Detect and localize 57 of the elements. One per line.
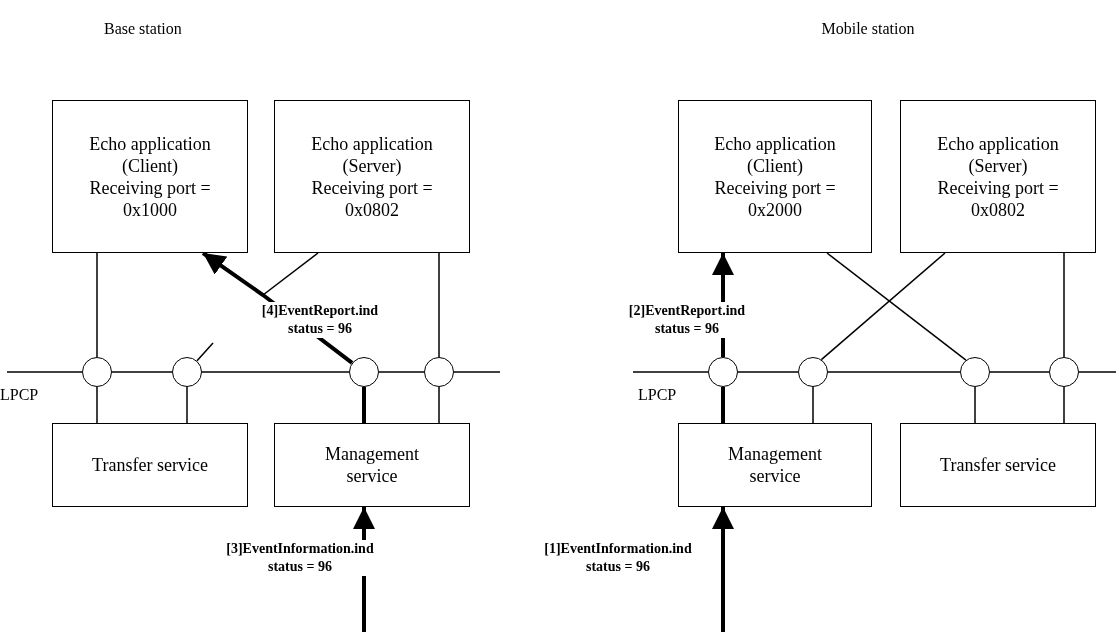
connector-line [262,252,319,296]
box-label: Echo application (Server) Receiving port = 0x0802 [936,132,1060,221]
connector-line [438,386,440,424]
arrow [712,507,734,632]
connector-line [453,371,501,373]
box-label: Management service [324,443,420,487]
port-circle [1049,357,1079,387]
connector-line [1063,252,1065,358]
connector-line [96,386,98,424]
box-label: Echo application (Client) Receiving port = 0x2000 [713,132,837,221]
process-box [900,423,1096,507]
box-label: Transfer service [940,454,1056,476]
port-circle [798,357,828,387]
bus-label: LPCP [638,386,677,404]
connector-line [1078,371,1116,373]
bus-label: LPCP [0,386,39,404]
arrow [201,251,354,365]
connector-line [737,371,799,373]
connector-line [826,252,967,361]
connector-line [438,252,440,358]
process-box [274,100,470,253]
process-box [274,423,470,507]
station-heading: Mobile station [821,20,915,38]
port-circle [82,357,112,387]
connector-line [6,371,83,373]
connector-line [186,386,188,424]
connector-line [974,386,976,424]
connector-line [111,371,173,373]
connector-line [201,371,350,373]
port-circle [424,357,454,387]
port-circle [960,357,990,387]
connector-line [1063,386,1065,424]
connector-line [827,371,961,373]
box-label: Management service [727,443,823,487]
connector-line [196,342,214,362]
port-circle [349,357,379,387]
arrow [712,253,734,357]
process-box [52,100,248,253]
port-circle [708,357,738,387]
connector-line [632,371,709,373]
connector-line [362,387,366,423]
connector-line [378,371,425,373]
process-box [52,423,248,507]
box-label: Echo application (Server) Receiving port = 0x0802 [310,132,434,221]
connector-line [721,387,725,423]
connector-line [989,371,1050,373]
port-circle [172,357,202,387]
process-box [678,423,872,507]
box-label: Transfer service [92,454,208,476]
connector-line [96,252,98,358]
connector-line [812,386,814,424]
connector-line [820,252,946,361]
arrow [353,507,375,632]
box-label: Echo application (Client) Receiving port = 0x1000 [88,132,212,221]
process-box [678,100,872,253]
station-heading: Base station [104,20,182,38]
process-box [900,100,1096,253]
